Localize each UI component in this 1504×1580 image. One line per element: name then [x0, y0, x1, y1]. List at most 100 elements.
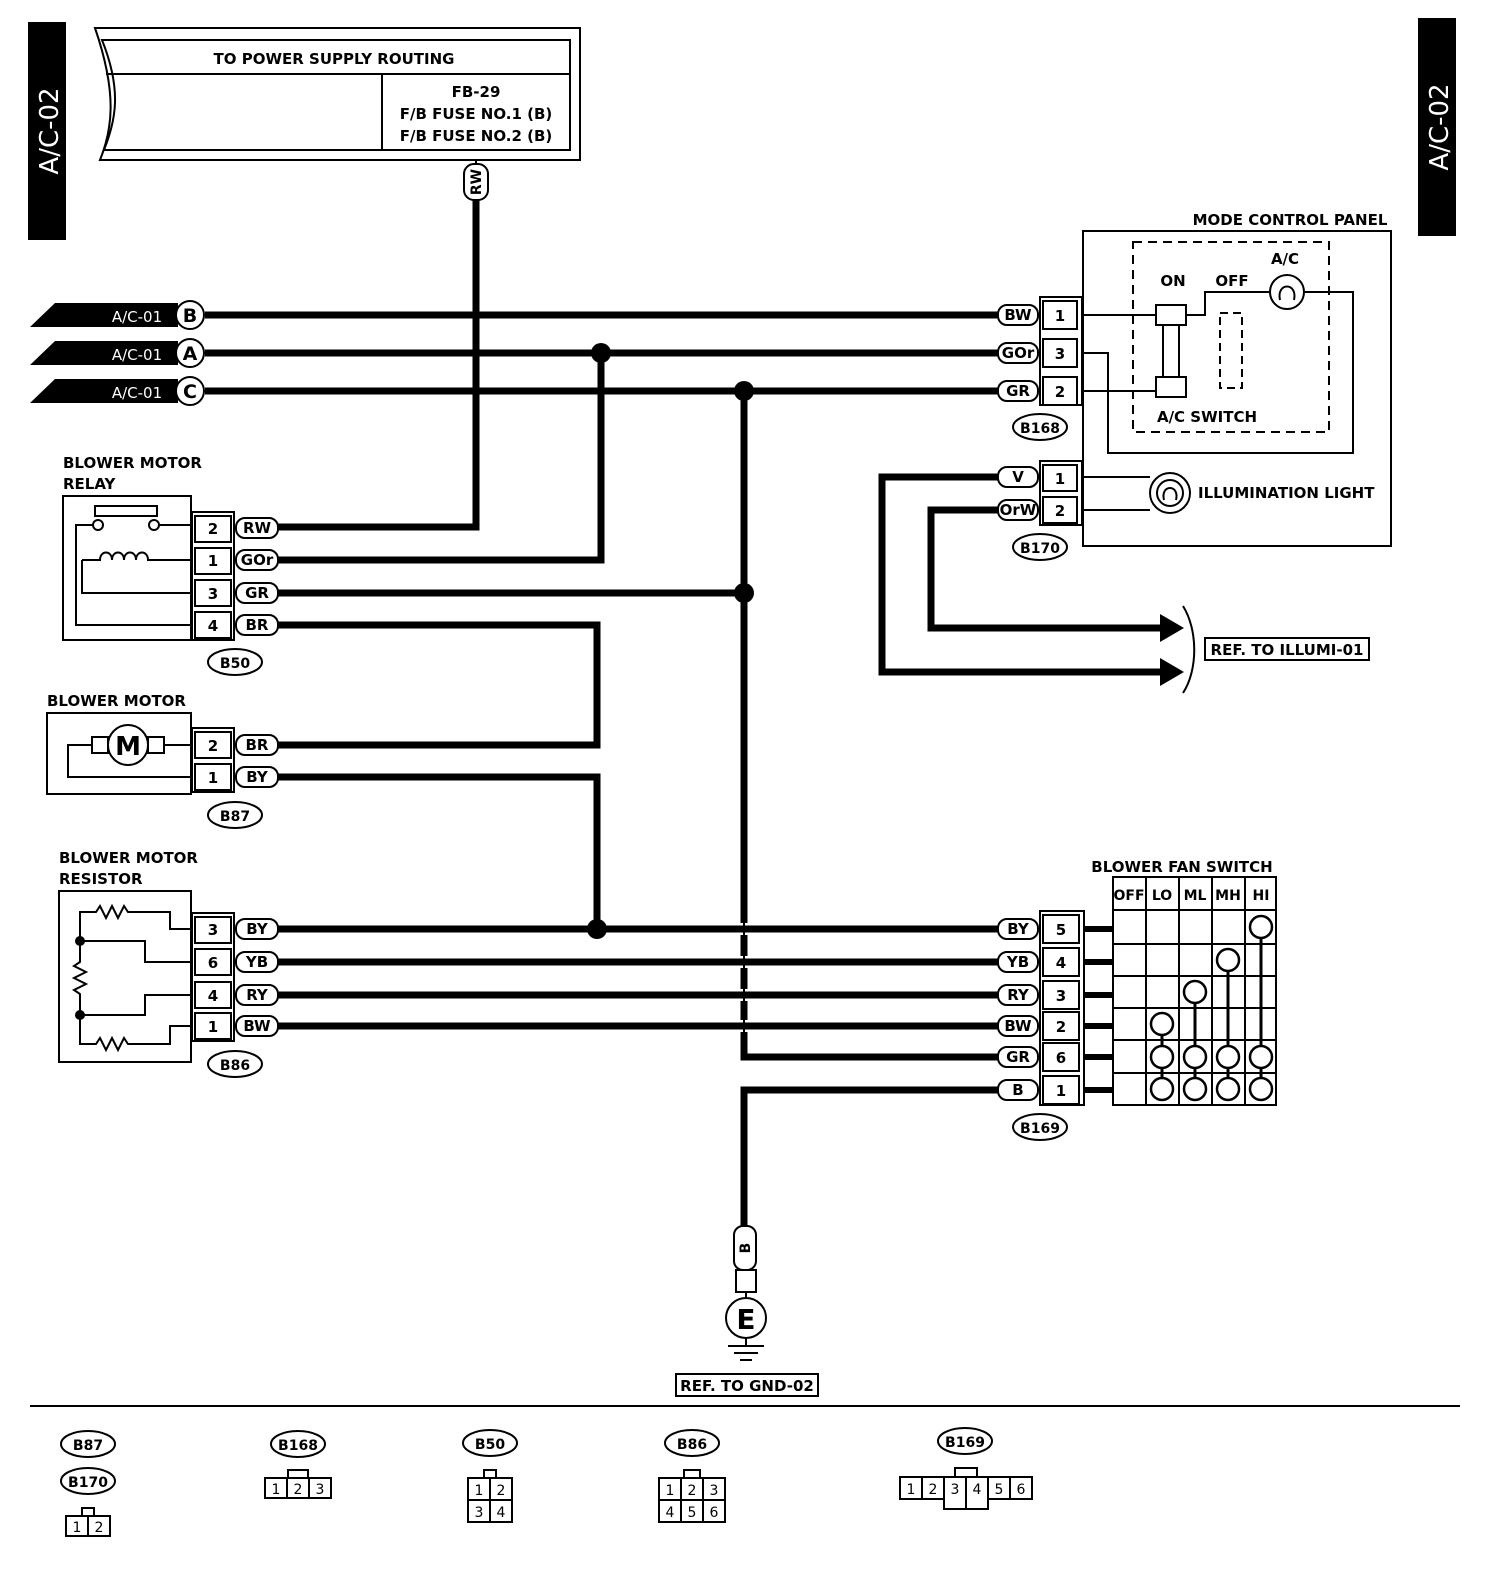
legend-6pin-b2: 2	[929, 1482, 938, 1498]
mode-control-panel: MODE CONTROL PANEL ON OFF A/C A/C SWITCH…	[1082, 211, 1392, 547]
ref-a-label: A/C-01	[112, 346, 162, 364]
legend-6pin-a5: 5	[688, 1505, 697, 1521]
b87-id: B87	[220, 809, 250, 825]
legend-6pin-b6: 6	[1017, 1482, 1026, 1498]
fan-color-c: RY	[1007, 986, 1030, 1004]
legend-b169: B169	[945, 1435, 985, 1451]
ref-a-letter: A	[183, 343, 198, 365]
wire-crossings	[737, 923, 751, 1032]
resistor-color-b: YB	[245, 953, 268, 971]
legend-b87: B87	[73, 1438, 103, 1454]
ref-ac01-b: A/C-01 B	[30, 300, 205, 330]
left-section-tab: A/C-02	[28, 22, 66, 240]
illumination-reference: REF. TO ILLUMI-01	[1160, 605, 1370, 694]
legend-6pin-b5: 5	[995, 1482, 1004, 1498]
relay-title-2: RELAY	[63, 475, 117, 493]
legend-2pin-2: 2	[95, 1520, 104, 1536]
fan-header-hi: HI	[1253, 888, 1270, 904]
relay-color-b: GOr	[241, 551, 274, 569]
mode-off-label: OFF	[1215, 272, 1248, 290]
right-tab-label: A/C-02	[1425, 83, 1455, 170]
b168-color-c: GR	[1006, 382, 1030, 400]
legend-2pin-1: 1	[73, 1520, 82, 1536]
fan-pin-d: 2	[1056, 1018, 1066, 1036]
fan-color-e: GR	[1006, 1048, 1030, 1066]
b50-id: B50	[220, 656, 250, 672]
blower-motor: BLOWER MOTOR M 2 1 BR BY B87	[46, 692, 279, 829]
fan-header-off: OFF	[1113, 888, 1144, 904]
legend-6pin-b3: 3	[951, 1482, 960, 1498]
legend-4pin-4: 4	[497, 1505, 506, 1521]
motor-pin-b: 1	[208, 769, 218, 787]
b86-id: B86	[220, 1058, 250, 1074]
legend-6pin-a6: 6	[710, 1505, 719, 1521]
legend-b50: B50 1 2 3 4	[462, 1429, 518, 1523]
fan-header-mh: MH	[1215, 888, 1241, 904]
ref-c-letter: C	[183, 381, 197, 403]
legend-b170: B170	[68, 1475, 108, 1491]
illumi-ref-label: REF. TO ILLUMI-01	[1211, 641, 1364, 659]
resistor-title-2: RESISTOR	[59, 870, 143, 888]
motor-pin-a: 2	[208, 737, 218, 755]
b168-color-b: GOr	[1002, 344, 1035, 362]
legend-6pin-a3: 3	[710, 1483, 719, 1499]
legend-b86: B86	[677, 1437, 707, 1453]
b169-id: B169	[1020, 1121, 1060, 1137]
ref-ac01-c: A/C-01 C	[30, 376, 205, 406]
mode-panel-title: MODE CONTROL PANEL	[1193, 211, 1388, 229]
fan-pin-b: 4	[1056, 954, 1066, 972]
legend-b87-b170: B87 B170 1 2	[60, 1430, 116, 1537]
connector-b170: 1 2 V OrW B170	[997, 460, 1083, 561]
legend-6pin-a1: 1	[666, 1483, 675, 1499]
power-box-title: TO POWER SUPPLY ROUTING	[214, 50, 455, 68]
connector-b168: 1 3 2 BW GOr GR B168	[997, 296, 1083, 441]
fan-color-b: YB	[1006, 953, 1029, 971]
blower-fan-switch: BLOWER FAN SWITCH OFF LO ML MH HI	[997, 858, 1277, 1141]
legend-3pin-3: 3	[316, 1482, 325, 1498]
fan-color-d: BW	[1004, 1017, 1032, 1035]
relay-pin-a: 2	[208, 520, 218, 538]
fan-pin-c: 3	[1056, 987, 1066, 1005]
illumination-light-label: ILLUMINATION LIGHT	[1198, 484, 1375, 502]
fan-pin-e: 6	[1056, 1049, 1066, 1067]
relay-color-d: BR	[246, 616, 269, 634]
motor-title: BLOWER MOTOR	[47, 692, 186, 710]
resistor-pin-a: 3	[208, 921, 218, 939]
rw-connector-tag: RW	[463, 163, 489, 201]
right-section-tab: A/C-02	[1418, 18, 1456, 236]
fb-label: FB-29	[452, 83, 501, 101]
mode-ac-label: A/C	[1271, 250, 1299, 268]
ground-point: B E REF. TO GND-02	[675, 1225, 819, 1397]
fuse2-label: F/B FUSE NO.2 (B)	[400, 127, 553, 145]
blower-motor-resistor: BLOWER MOTOR RESISTOR 3 6 4 1 BY YB RY B…	[58, 849, 279, 1078]
fan-pin-a: 5	[1056, 921, 1066, 939]
ref-ac01-a: A/C-01 A	[30, 338, 205, 368]
b170-color-b: OrW	[1000, 501, 1037, 519]
legend-4pin-3: 3	[475, 1505, 484, 1521]
legend-b86: B86 1 2 3 4 5 6	[658, 1429, 726, 1523]
ac-switch-label: A/C SWITCH	[1157, 408, 1257, 426]
b168-pin-c: 2	[1055, 383, 1065, 401]
b168-id: B168	[1020, 421, 1060, 437]
legend-6pin-a4: 4	[666, 1505, 675, 1521]
motor-symbol: M	[115, 732, 141, 762]
legend-b168: B168	[278, 1438, 318, 1454]
fan-color-f: B	[1012, 1081, 1023, 1099]
mode-on-label: ON	[1160, 272, 1185, 290]
b170-id: B170	[1020, 541, 1060, 557]
ref-c-label: A/C-01	[112, 384, 162, 402]
relay-color-c: GR	[245, 584, 269, 602]
gnd-ref-label: REF. TO GND-02	[680, 1377, 814, 1395]
ground-wire-label: B	[738, 1243, 754, 1254]
relay-color-a: RW	[243, 519, 272, 537]
legend-4pin-2: 2	[497, 1483, 506, 1499]
motor-color-a: BR	[246, 736, 269, 754]
legend-4pin-1: 1	[475, 1483, 484, 1499]
resistor-title-1: BLOWER MOTOR	[59, 849, 198, 867]
left-tab-label: A/C-02	[35, 87, 65, 174]
junction-dots	[587, 343, 754, 939]
legend-b50: B50	[475, 1437, 505, 1453]
legend-6pin-b4: 4	[973, 1482, 982, 1498]
resistor-color-d: BW	[243, 1017, 271, 1035]
